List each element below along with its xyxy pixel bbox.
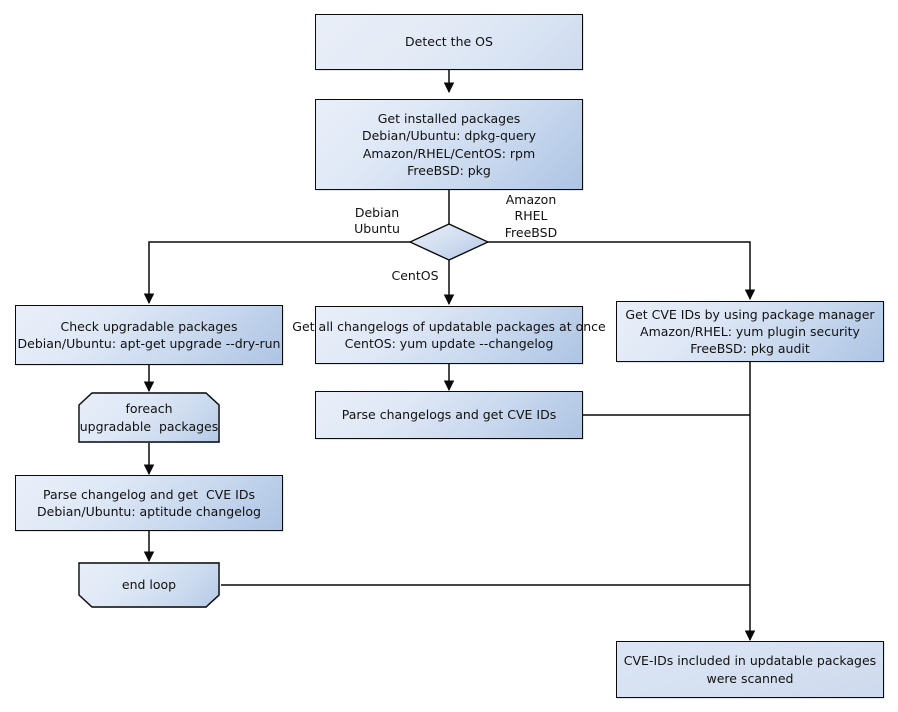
node-parse-changelog-single[interactable]: Parse changelog and get CVE IDs Debian/U…: [15, 475, 283, 531]
node-parse-changelog-single-label: Parse changelog and get CVE IDs Debian/U…: [37, 486, 261, 519]
node-parse-changelogs-multi-label: Parse changelogs and get CVE IDs: [341, 407, 557, 423]
node-get-cve-ids-package-manager-label: Get CVE IDs by using package manager Ama…: [625, 306, 875, 357]
node-get-all-changelogs[interactable]: Get all changelogs of updatable packages…: [292, 306, 606, 364]
decision-diamond-shape: [408, 223, 490, 261]
node-check-upgradable-packages[interactable]: Check upgradable packages Debian/Ubuntu:…: [15, 305, 283, 365]
node-result-cve-ids-scanned-label: CVE-IDs included in updatable packages w…: [623, 653, 877, 686]
node-foreach-label: foreach upgradable packages: [79, 401, 219, 434]
edge-decision-debian: [143, 241, 411, 305]
node-os-decision[interactable]: [408, 223, 490, 261]
edge-label-centos: CentOS: [391, 268, 439, 283]
node-get-installed-packages[interactable]: Get installed packages Debian/Ubuntu: dp…: [315, 99, 583, 190]
node-get-cve-ids-package-manager[interactable]: Get CVE IDs by using package manager Ama…: [616, 301, 884, 362]
node-foreach-upgradable-packages[interactable]: foreach upgradable packages: [78, 392, 220, 443]
edge-decision-amazon: [487, 241, 756, 301]
endloop-shape-outline: [78, 562, 220, 608]
node-end-loop[interactable]: end loop: [78, 562, 220, 608]
node-check-upgradable-packages-label: Check upgradable packages Debian/Ubuntu:…: [17, 318, 281, 351]
node-parse-changelogs-multi[interactable]: Parse changelogs and get CVE IDs: [315, 391, 583, 439]
node-get-all-changelogs-label: Get all changelogs of updatable packages…: [292, 318, 606, 351]
edge-label-debian-ubuntu: Debian Ubuntu: [354, 205, 400, 237]
node-end-loop-label: end loop: [121, 577, 177, 593]
endloop-shape-fill: [78, 562, 220, 608]
foreach-shape-fill: [78, 392, 220, 443]
foreach-shape-outline: [78, 392, 220, 443]
node-result-cve-ids-scanned[interactable]: CVE-IDs included in updatable packages w…: [616, 641, 884, 698]
node-detect-the-os[interactable]: Detect the OS: [315, 14, 583, 70]
node-detect-the-os-label: Detect the OS: [405, 34, 493, 50]
edge-label-amazon-rhel-freebsd: Amazon RHEL FreeBSD: [504, 192, 558, 240]
node-get-installed-packages-label: Get installed packages Debian/Ubuntu: dp…: [361, 111, 537, 178]
